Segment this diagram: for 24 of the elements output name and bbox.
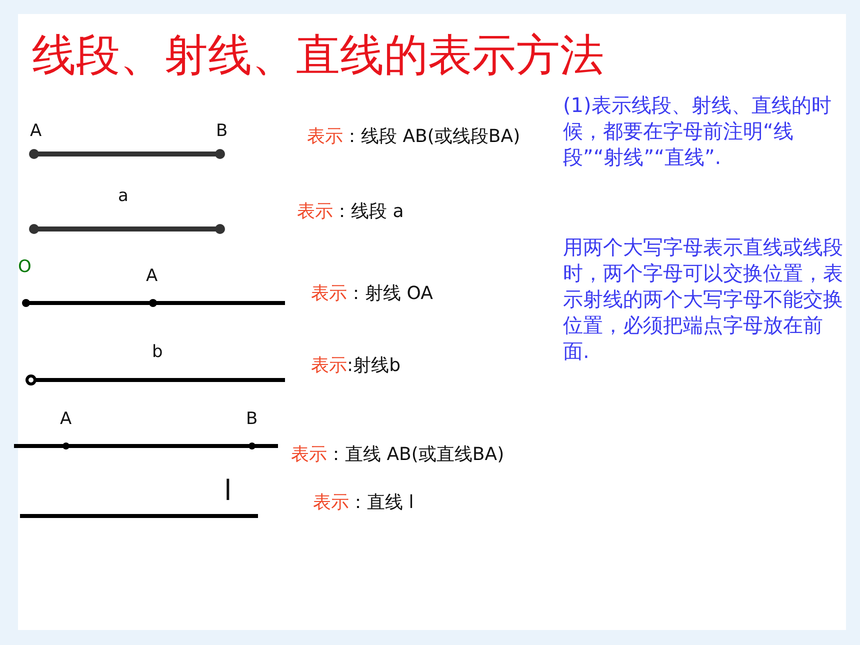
point-name: B (246, 409, 258, 429)
notation-keyword: 表示 (291, 444, 327, 465)
note-paragraph: 用两个大写字母表示直线或线段时，两个字母可以交换位置，表示射线的两个大写字母不能交换位置，必须把端点字母放在前面. (563, 234, 844, 364)
figure-name: l (224, 474, 232, 507)
figure-name: a (118, 186, 128, 206)
point-name: B (216, 121, 228, 141)
notation-keyword: 表示 (311, 283, 347, 304)
point-name: A (146, 266, 158, 286)
notation-keyword: 表示 (311, 355, 347, 376)
notation-keyword: 表示 (307, 126, 343, 147)
notation-keyword: 表示 (313, 492, 349, 513)
notation-keyword: 表示 (297, 201, 333, 222)
notation-text: ：线段 AB(或线段BA) (343, 126, 520, 147)
figure-name: b (152, 342, 163, 362)
notation-text: ：线段 a (333, 201, 404, 222)
point-name: A (30, 121, 42, 141)
notation-text: :射线b (347, 355, 400, 376)
notation-text: ：直线 AB(或直线BA) (327, 444, 504, 465)
point-name: A (60, 409, 72, 429)
title: 线段、射线、直线的表示方法 (32, 29, 604, 83)
notation-text: ：射线 OA (347, 283, 433, 304)
notation-text: ：直线 l (349, 492, 414, 513)
note-paragraph: (1)表示线段、射线、直线的时候，都要在字母前注明“线段”“射线”“直线”. (563, 92, 832, 170)
point-name: O (18, 257, 32, 277)
